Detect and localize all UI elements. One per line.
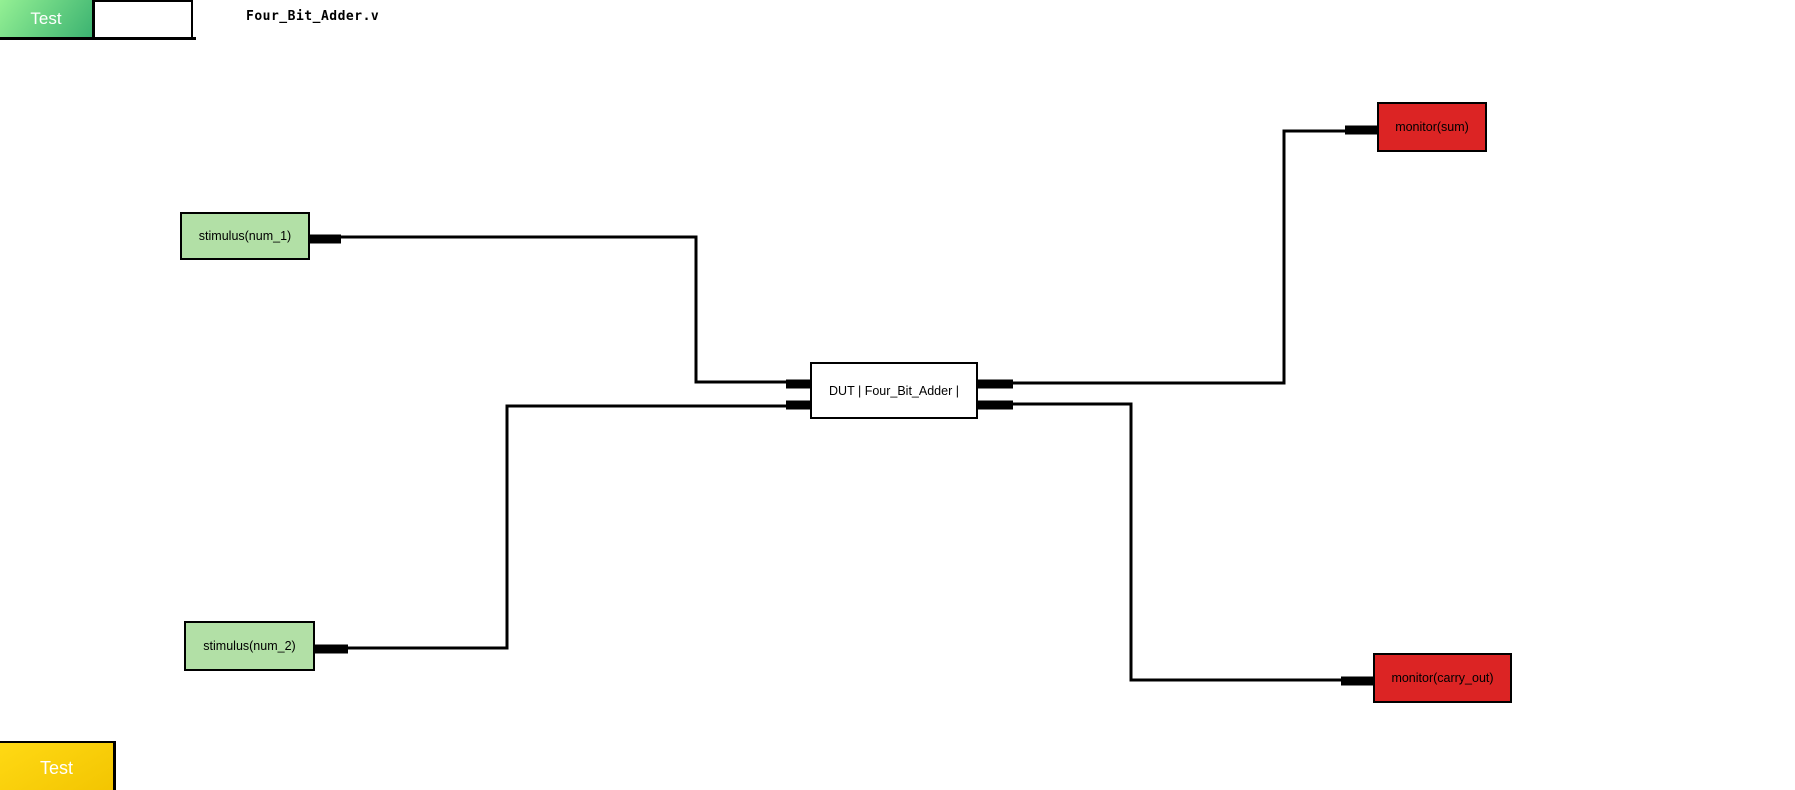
node-stimulus-num-2[interactable]: stimulus(num_2): [184, 621, 315, 671]
tab-empty[interactable]: [95, 0, 193, 37]
test-button[interactable]: Test: [0, 741, 116, 790]
node-monitor-sum-label: monitor(sum): [1395, 120, 1469, 134]
node-dut[interactable]: DUT | Four_Bit_Adder |: [810, 362, 978, 419]
wire-dut-to-sum: [1011, 129, 1347, 385]
tab-test-label: Test: [30, 8, 62, 28]
test-button-label: Test: [39, 758, 73, 778]
file-title: Four_Bit_Adder.v: [246, 9, 380, 24]
wire-dut-to-carry-out: [1011, 402, 1343, 682]
node-dut-label: DUT | Four_Bit_Adder |: [829, 383, 959, 398]
node-monitor-carry-out[interactable]: monitor(carry_out): [1373, 653, 1512, 703]
tab-test[interactable]: Test: [0, 0, 95, 37]
node-monitor-sum[interactable]: monitor(sum): [1377, 102, 1487, 152]
node-stimulus-num-2-label: stimulus(num_2): [203, 639, 296, 653]
tab-bar: Test: [0, 0, 196, 40]
node-stimulus-num-1[interactable]: stimulus(num_1): [180, 212, 310, 260]
node-stimulus-num-1-label: stimulus(num_1): [198, 229, 292, 243]
wire-num-2-to-dut: [346, 404, 788, 650]
wire-num-1-to-dut: [339, 235, 788, 384]
node-monitor-carry-out-label: monitor(carry_out): [1391, 671, 1494, 685]
